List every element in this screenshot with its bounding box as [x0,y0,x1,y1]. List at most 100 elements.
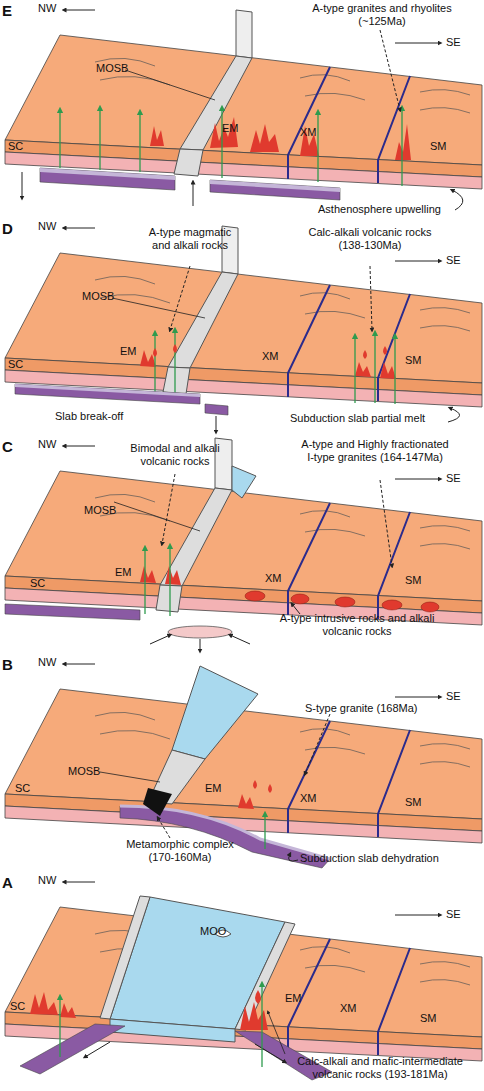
accretion-wedge [100,896,295,1030]
melt-arrow [174,330,175,396]
annotation-label: S-type granite (168Ma) [305,702,418,715]
motion-arrow [193,182,194,206]
annotation-label: Slab break-off [55,410,123,423]
leader-arrow [268,1012,285,1054]
motion-arrow [85,1042,110,1057]
annotation-label: Metamorphic complex (170-160Ma) [120,838,240,864]
panel-b [5,664,482,868]
annotation-label: A-type intrusive rocks and alkali volcan… [262,612,452,638]
panel-d [5,226,482,432]
leader-line [125,70,215,100]
terrane-label: SC [30,577,45,590]
terrane-label: EM [120,345,137,358]
annotation-label: Subduction slab dehydration [300,852,439,865]
crust-block [5,664,482,843]
melt-arrow [59,110,60,168]
motion-arrow [150,635,170,644]
pluton [245,591,265,601]
leader-arrow [162,474,175,544]
terrane-label: XM [262,350,279,363]
crust-block [5,10,482,189]
terrane-label: SC [8,140,23,153]
melt-arrow [99,108,100,170]
motion-arrow [230,635,250,644]
suture-label: MOSB [68,765,100,778]
pluton [382,600,402,610]
upwelling-arrow [452,190,463,210]
subducting-slab [120,806,330,868]
annotation-label: A-type granites and rhyolites (~125Ma) [292,2,472,28]
direction-label: SE [446,472,461,485]
magma [140,566,181,585]
slab [40,168,175,190]
panel-e [5,10,482,210]
magma-drop [253,780,272,793]
terrane-label: SM [420,1012,437,1025]
direction-label: SE [446,690,461,703]
motion-arrow [216,416,217,432]
melt-arrow [401,108,402,186]
terrane-label: SC [10,1000,25,1013]
melt-arrow [394,336,395,404]
leader-arrow [370,266,372,330]
ocean-remnant [232,466,256,498]
terrane-label: EM [285,992,302,1005]
dehydration-arrow [289,854,298,861]
melt-arrow [221,108,222,178]
suture-band [163,367,190,394]
leader-arrow [305,714,330,774]
melt-arrow [59,997,60,1057]
magma-drop [255,990,261,1004]
suture-label: MOSB [96,62,128,75]
direction-label: NW [38,220,56,233]
melt-arrow [169,546,170,616]
terrane-label: SC [15,782,30,795]
pluton [291,594,309,604]
mantle-lens [168,626,232,638]
subducting-slab [20,1024,125,1074]
panel-a [5,882,482,1080]
terrane-label: SM [405,574,422,587]
terrane-label: EM [205,782,222,795]
leader-line [100,772,160,782]
leader-arrow [380,30,400,110]
direction-label: SE [446,36,461,49]
metamorphic-complex [143,788,172,816]
leader-line [112,298,205,318]
annotation-label: Bimodal and alkali volcanic rocks [120,442,230,468]
terrane-label: EM [115,566,132,579]
leader-line [114,502,200,531]
suture-band [168,272,238,368]
ocean-label: MOO [200,925,226,938]
magma [150,117,411,160]
melt-arrow [144,548,145,614]
annotation-label: A-type magmatic and alkali rocks [140,226,240,252]
slab [15,384,200,404]
panel-letter: E [2,2,12,20]
melt-arrow [264,814,265,849]
annotation-label: A-type and Highly fractionated I-type gr… [300,438,450,464]
leader-arrow [158,818,170,838]
suture-wall [236,10,252,58]
suture-band [156,585,182,612]
terrane-label: SC [8,358,23,371]
terrane-label: SM [405,796,422,809]
leader-arrow [380,480,392,566]
slab-top [120,806,330,859]
terrane-label: XM [340,1002,357,1015]
melt-arrow [374,333,375,403]
panel-c [5,438,482,651]
melt-arrows [155,330,395,404]
terrane-label: XM [265,572,282,585]
melt-arrow [154,333,155,396]
direction-label: NW [38,2,56,15]
annotation-label: Calc-alkali volcanic rocks (138-130Ma) [300,226,440,252]
terrane-label: EM [222,122,239,135]
panel-letter: D [2,220,13,238]
direction-label: NW [38,438,56,451]
panel-letter: A [2,874,13,892]
suture-label: MOSB [82,290,114,303]
ocean-front [110,1019,235,1042]
